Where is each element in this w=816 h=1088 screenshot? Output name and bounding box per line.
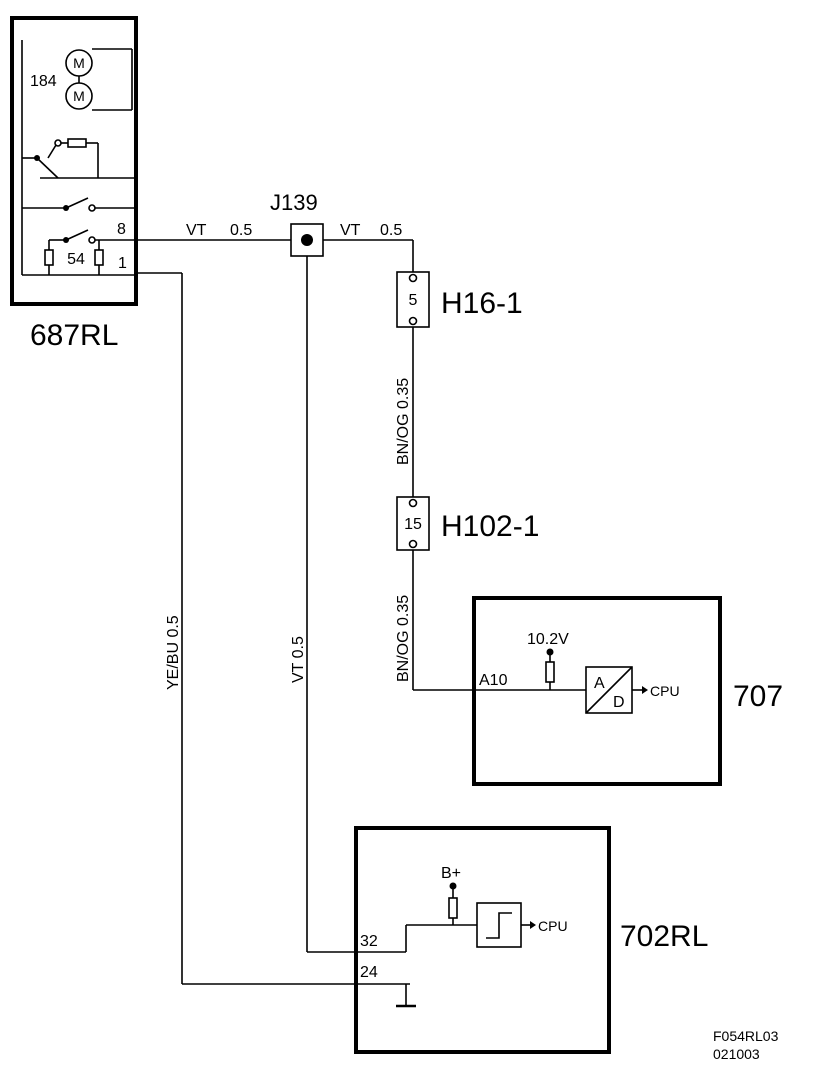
wire-ye-bu-label: YE/BU 0.5 xyxy=(165,615,182,690)
motor-letter: M xyxy=(73,55,85,71)
connector-h16-1: 5 H16-1 xyxy=(396,271,523,328)
resistor-icon xyxy=(448,897,458,919)
pin-1-label: 1 xyxy=(118,255,127,272)
connector-pin-icon xyxy=(408,498,418,508)
footer-code: F054RL03 xyxy=(713,1028,779,1044)
pin-24-label: 24 xyxy=(360,964,378,981)
wire-bn-og-label: BN/OG 0.35 xyxy=(395,378,412,465)
supply-label: B+ xyxy=(441,865,461,882)
voltage-label: 10.2V xyxy=(527,631,569,648)
ad-converter-a: A xyxy=(594,675,605,692)
wires: VT 0.5 VT 0.5 BN/OG 0.35 BN/OG 0.35 YE/B… xyxy=(136,222,586,985)
connector-pin-icon xyxy=(408,273,418,283)
module-702rl-box xyxy=(354,826,611,1054)
step-signal-icon xyxy=(486,912,512,939)
module-707: A10 10.2V A D CPU 707 xyxy=(472,596,783,786)
wire-size-label: 0.5 xyxy=(230,222,252,239)
wire-color-label: VT xyxy=(340,222,361,239)
switch-contact-icon xyxy=(54,139,62,147)
connector-pin-number: 15 xyxy=(404,516,422,533)
resistor-icon xyxy=(44,249,54,266)
connector-h102-1-label: H102-1 xyxy=(441,510,539,543)
component-687rl-label: 687RL xyxy=(30,319,118,352)
footer-date: 021003 xyxy=(713,1046,760,1062)
wire-bn-og-label: BN/OG 0.35 xyxy=(395,595,412,682)
resistor-icon xyxy=(94,249,104,266)
connector-h102-1: 15 H102-1 xyxy=(396,496,539,551)
arrow-right-icon xyxy=(530,921,536,929)
splice-j139-label: J139 xyxy=(270,190,318,215)
module-707-label: 707 xyxy=(733,680,783,713)
motor-number: 184 xyxy=(30,73,57,90)
wire-vt-label: VT 0.5 xyxy=(290,636,307,683)
component-687rl: M M 184 8 xyxy=(10,16,138,352)
motor-letter: M xyxy=(73,88,85,104)
switch-contact-icon xyxy=(88,236,96,244)
pin-32-label: 32 xyxy=(360,933,378,950)
module-707-box xyxy=(472,596,722,786)
connector-h16-1-label: H16-1 xyxy=(441,287,523,320)
connector-pin-icon xyxy=(408,316,418,326)
footer: F054RL03 021003 xyxy=(713,1028,779,1062)
cpu-label: CPU xyxy=(538,918,568,934)
wire-size-label: 0.5 xyxy=(380,222,402,239)
arrow-right-icon xyxy=(642,686,648,694)
ad-converter-d: D xyxy=(613,694,625,711)
pin-a10-label: A10 xyxy=(479,672,508,689)
connector-pin-icon xyxy=(408,539,418,549)
splice-dot-icon xyxy=(301,234,313,246)
pin-8-label: 8 xyxy=(117,221,126,238)
splice-j139: J139 xyxy=(270,190,324,257)
resistor-icon xyxy=(545,661,555,683)
resistor-icon xyxy=(67,138,87,148)
switch-contact-icon xyxy=(88,204,96,212)
resistor-number: 54 xyxy=(67,251,85,268)
module-702rl-label: 702RL xyxy=(620,920,708,953)
connector-pin-number: 5 xyxy=(409,292,418,309)
wire-color-label: VT xyxy=(186,222,207,239)
cpu-label: CPU xyxy=(650,683,680,699)
component-687rl-box xyxy=(10,16,138,306)
module-702rl: 32 24 B+ CPU 702RL xyxy=(354,826,708,1054)
